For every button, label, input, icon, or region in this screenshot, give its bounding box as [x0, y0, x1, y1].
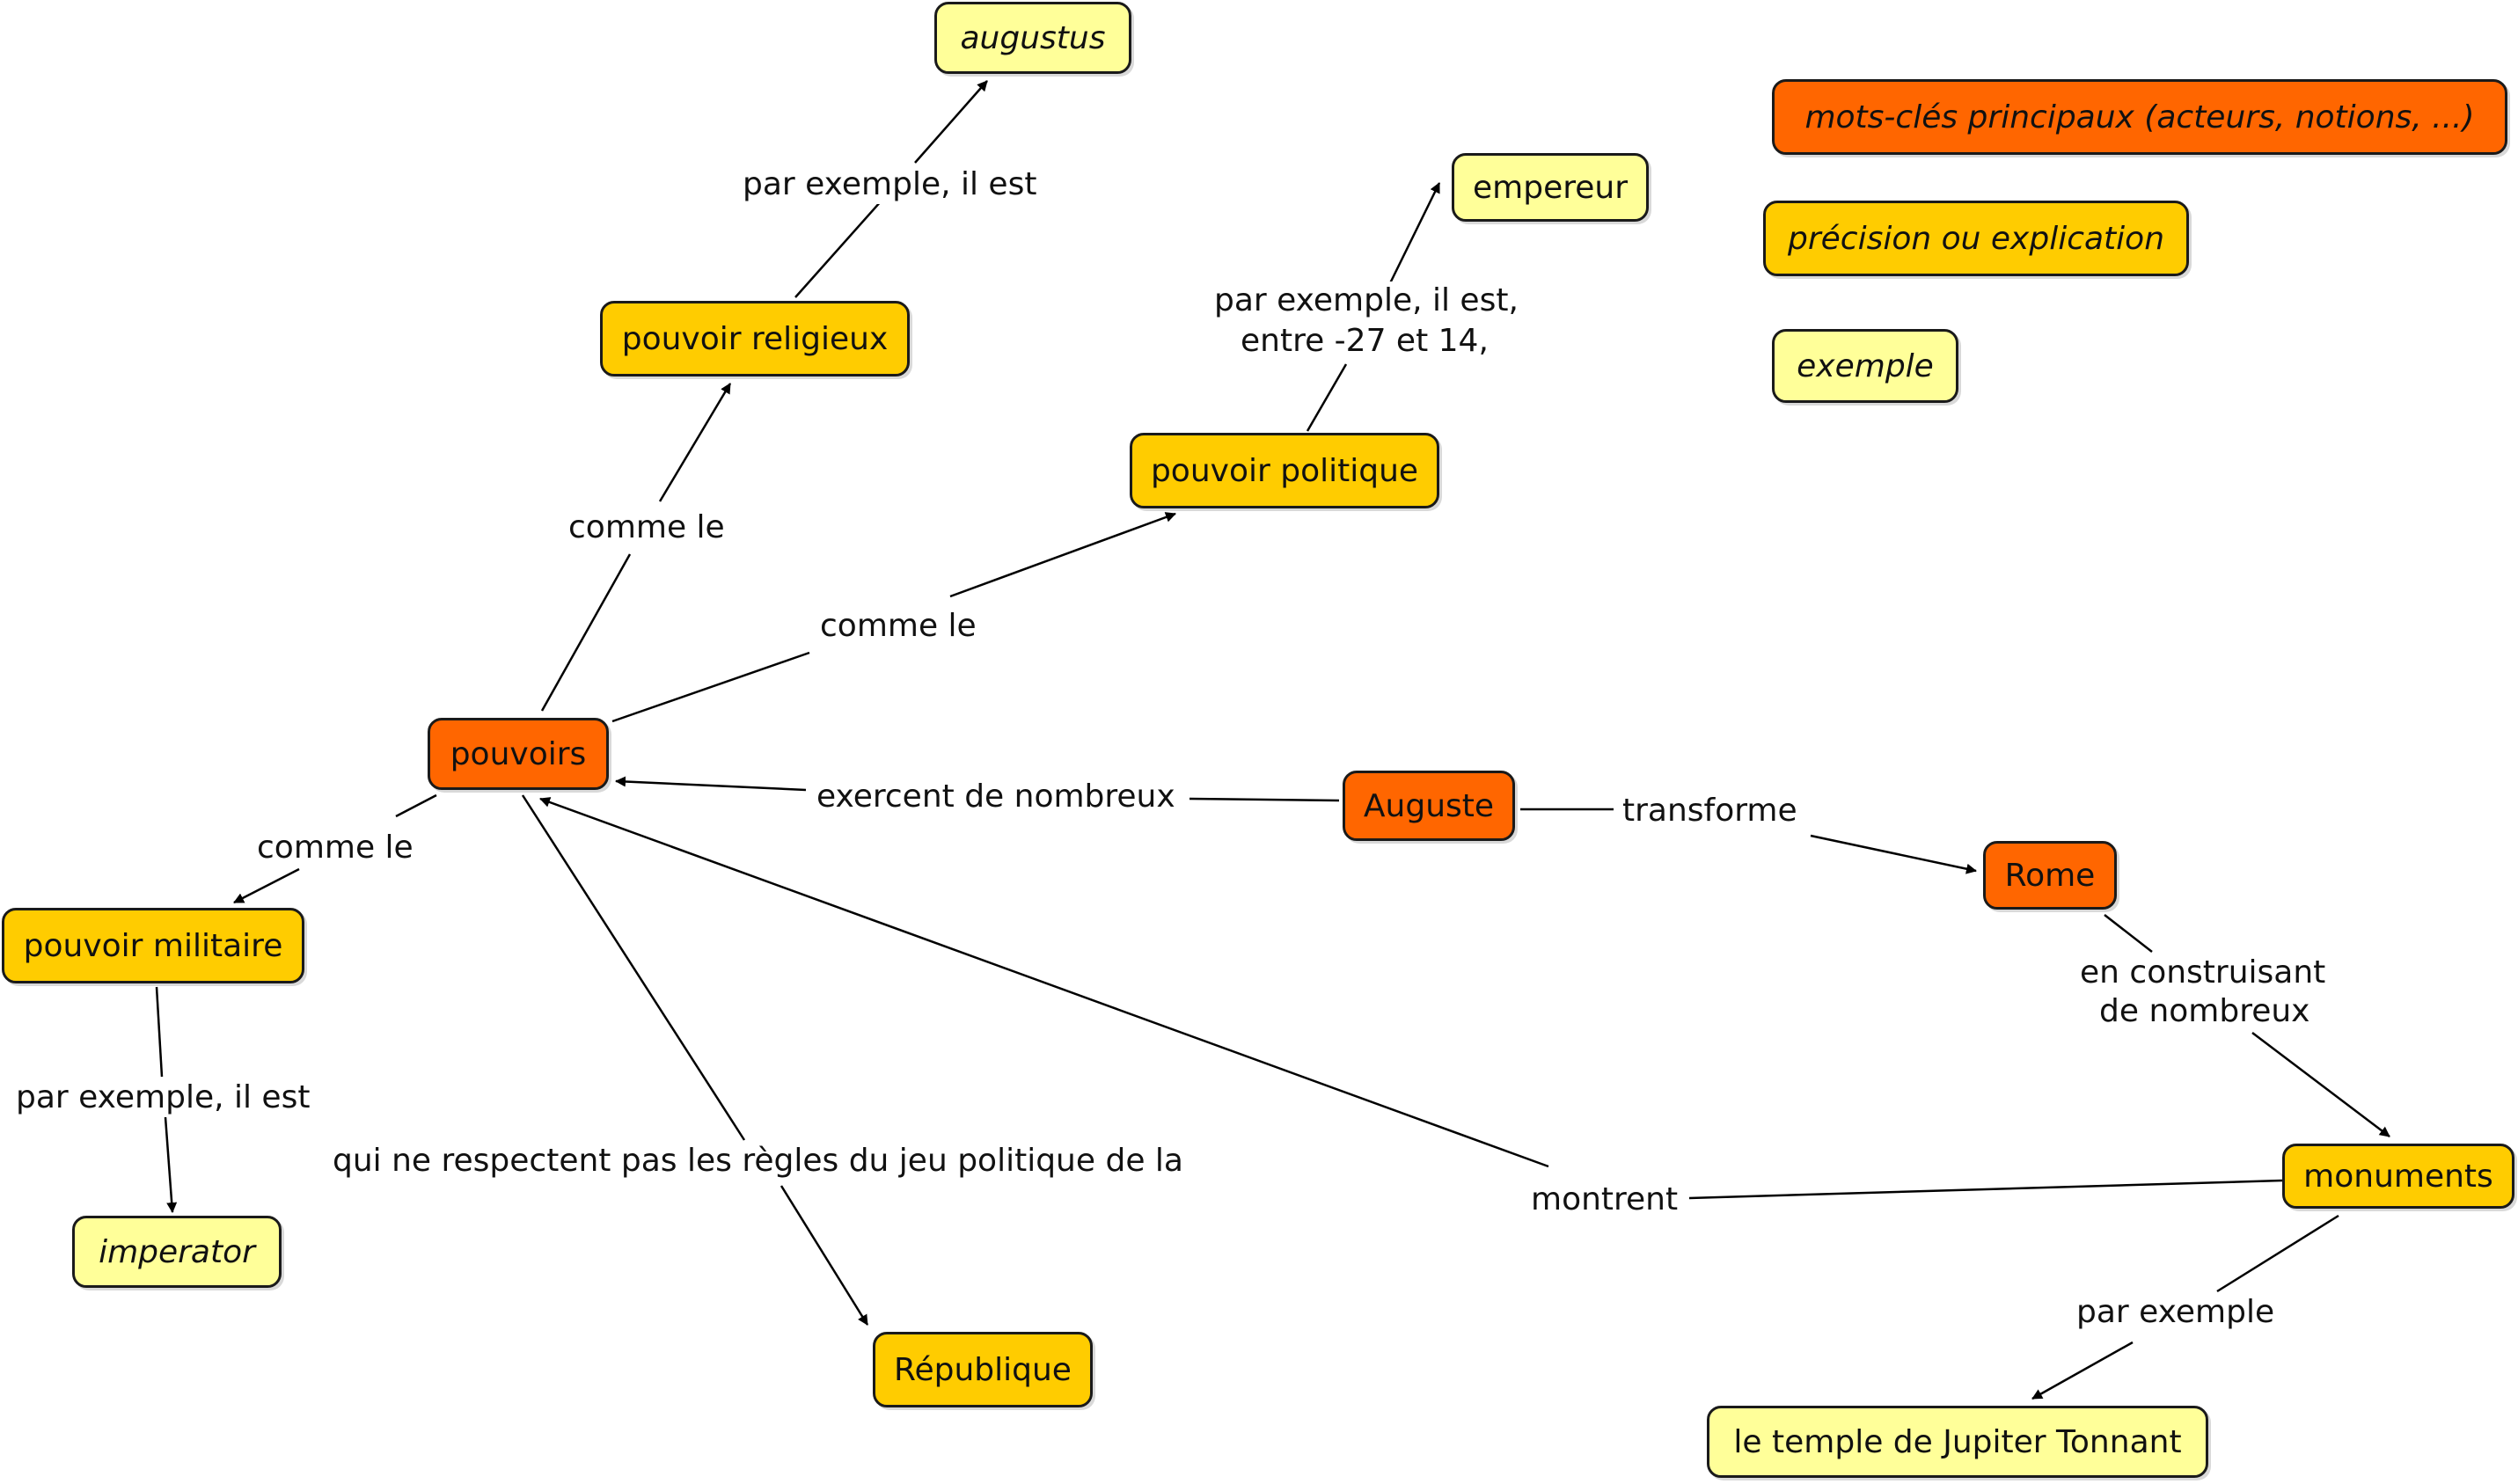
arrow-to-pouvoirs-from-auguste: [615, 776, 807, 792]
node-temple[interactable]: le temple de Jupiter Tonnant: [1707, 1406, 2208, 1478]
arrow-to-politique: [949, 512, 1176, 598]
connector-militaire-imperator: [155, 986, 164, 1078]
node-auguste[interactable]: Auguste: [1343, 771, 1515, 841]
link-label-religieux-augustus: par exemple, il est: [743, 165, 1037, 204]
node-rome[interactable]: Rome: [1983, 841, 2117, 910]
arrow-to-temple: [2031, 1341, 2134, 1400]
arrow-to-pouvoirs-from-monuments: [539, 797, 1549, 1168]
arrow-to-empereur: [1388, 182, 1441, 284]
node-monuments[interactable]: monuments: [2282, 1144, 2514, 1209]
link-label-pouvoirs-politique: comme le: [820, 607, 977, 646]
link-label-monuments-pouvoirs: montrent: [1531, 1181, 1679, 1219]
link-label-rome-monuments-2: de nombreux: [2099, 992, 2310, 1031]
node-pouvoir-politique[interactable]: pouvoir politique: [1130, 433, 1439, 508]
connector-pouvoirs-politique: [611, 651, 810, 723]
connector-politique-empereur: [1306, 363, 1348, 432]
connector-rome-monuments: [2104, 914, 2153, 953]
link-label-politique-empereur-2: entre -27 et 14,: [1241, 322, 1489, 361]
link-label-politique-empereur-1: par exemple, il est,: [1214, 281, 1519, 320]
link-label-pouvoirs-militaire: comme le: [257, 829, 414, 867]
link-label-pouvoirs-religieux: comme le: [568, 508, 725, 547]
legend-main-keywords: mots-clés principaux (acteurs, notions, …: [1772, 79, 2507, 155]
node-imperator[interactable]: imperator: [72, 1216, 282, 1288]
arrow-to-republique: [780, 1185, 869, 1326]
arrow-to-imperator: [164, 1116, 178, 1213]
connector-pouvoirs-republique: [521, 794, 746, 1141]
node-pouvoir-militaire[interactable]: pouvoir militaire: [2, 908, 304, 983]
node-pouvoirs[interactable]: pouvoirs: [428, 718, 609, 790]
node-augustus[interactable]: augustus: [934, 2, 1131, 74]
arrow-to-monuments: [2251, 1032, 2390, 1137]
link-label-auguste-pouvoirs: exercent de nombreux: [816, 778, 1175, 816]
arrow-to-militaire: [233, 867, 300, 904]
connector-monuments-temple: [2216, 1214, 2339, 1293]
node-republique[interactable]: République: [873, 1332, 1093, 1407]
node-pouvoir-religieux[interactable]: pouvoir religieux: [600, 301, 910, 376]
link-label-auguste-rome: transforme: [1622, 792, 1797, 830]
connector-auguste-exercent: [1189, 797, 1340, 802]
legend-precision: précision ou explication: [1763, 201, 2189, 276]
connector-monuments-montrent: [1688, 1179, 2283, 1200]
link-label-pouvoirs-republique: qui ne respectent pas les règles du jeu …: [333, 1142, 1183, 1181]
node-empereur[interactable]: empereur: [1452, 153, 1649, 222]
arrow-to-augustus: [914, 80, 988, 164]
connector-pouvoirs-religieux: [540, 553, 632, 712]
arrow-to-rome: [1810, 834, 1977, 874]
link-label-monuments-temple: par exemple: [2076, 1293, 2275, 1332]
arrow-to-religieux: [658, 383, 732, 502]
connector-pouvoirs-militaire: [395, 793, 437, 818]
link-label-rome-monuments-1: en construisant: [2080, 954, 2326, 992]
link-label-militaire-imperator: par exemple, il est: [16, 1078, 311, 1117]
legend-example: exemple: [1772, 329, 1958, 403]
